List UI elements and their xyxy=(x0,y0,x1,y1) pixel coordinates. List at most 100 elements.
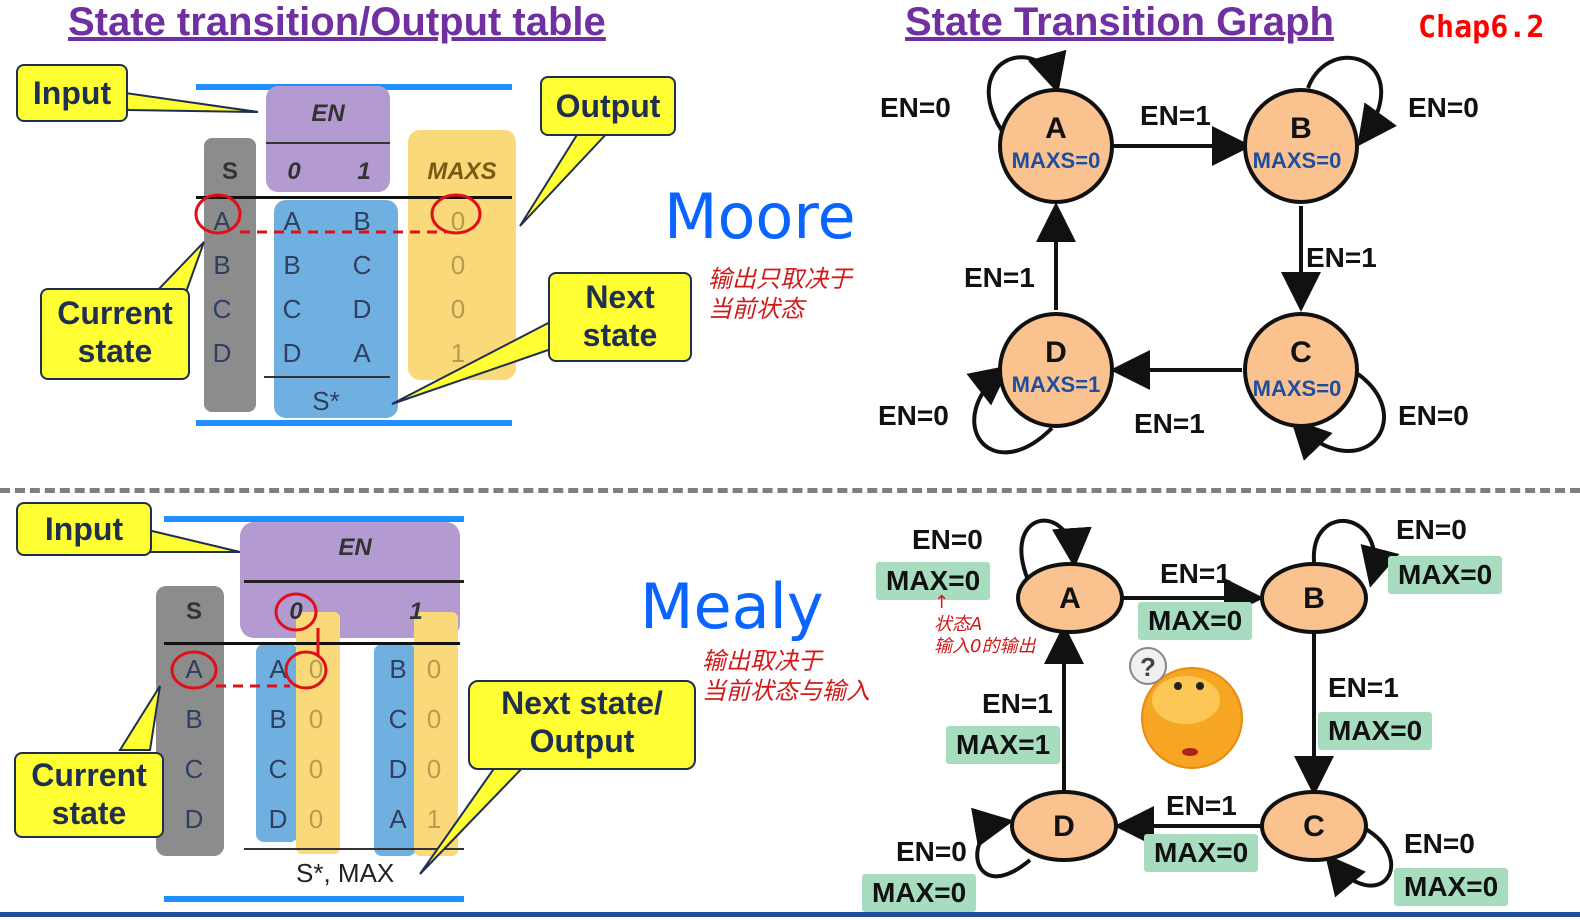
mealy-row-c-next1: D xyxy=(388,754,408,784)
moore-highlight-state-a xyxy=(194,193,242,235)
mealy-row-a-next1: B xyxy=(389,654,407,684)
moore-row-b-next1: C xyxy=(352,250,372,280)
confused-face-icon: ? xyxy=(1129,647,1243,769)
moore-current-callout: Current state xyxy=(40,288,190,380)
moore-node-b-name: B xyxy=(1290,112,1312,145)
moore-current-callout-line1: Current xyxy=(57,295,173,331)
moore-edge-b-self-label: EN=0 xyxy=(1408,92,1479,123)
mealy-row-a-state: A xyxy=(185,654,203,684)
mealy-c-self-out: MAX=0 xyxy=(1394,868,1509,906)
moore-edge-c-self-label: EN=0 xyxy=(1398,400,1469,431)
mealy-table-footer: S*, MAX xyxy=(296,858,395,888)
mealy-row-b-out0: 0 xyxy=(308,704,324,734)
mealy-row-d-out1: 1 xyxy=(426,804,442,834)
mealy-c-to-d-en: EN=1 xyxy=(1166,790,1237,821)
mealy-b-to-c-out: MAX=0 xyxy=(1318,712,1433,750)
mealy-a-to-b-en: EN=1 xyxy=(1160,558,1231,589)
mealy-current-callout: Current state xyxy=(14,752,164,838)
mealy-input-header: EN xyxy=(338,534,372,561)
mealy-current-pointer xyxy=(118,685,161,751)
mealy-handwritten-note: 输出取决于 当前状态与输入 xyxy=(702,646,870,706)
mealy-input-value-0: 0 xyxy=(289,598,303,625)
moore-row-d-next1: A xyxy=(353,338,371,368)
moore-self-loop-b xyxy=(1306,55,1397,147)
moore-node-a-output: MAXS=0 xyxy=(1012,148,1101,173)
mealy-row-c-state: C xyxy=(184,754,204,784)
mealy-row-b-state: B xyxy=(185,704,203,734)
moore-footer-rule xyxy=(264,376,390,378)
moore-node-c-output: MAXS=0 xyxy=(1253,376,1342,401)
moore-state-column-bg xyxy=(204,138,256,412)
mealy-row-d-next0: D xyxy=(268,804,288,834)
moore-edge-b-to-c-label: EN=1 xyxy=(1306,242,1377,273)
mealy-node-a-name: A xyxy=(1059,582,1081,615)
moore-edge-a-self-label: EN=0 xyxy=(880,92,951,123)
moore-output-pointer xyxy=(519,129,613,227)
section-divider xyxy=(0,488,1580,493)
mealy-row-c-out1: 0 xyxy=(426,754,442,784)
moore-row-d-state: D xyxy=(212,338,232,368)
moore-input-pointer xyxy=(116,90,259,113)
moore-node-c: C MAXS=0 xyxy=(1243,312,1359,428)
moore-output-header: MAXS xyxy=(427,158,497,185)
mealy-state-header: S xyxy=(185,598,202,625)
mealy-header-rule xyxy=(164,642,460,645)
mealy-next0-bg xyxy=(256,644,298,842)
moore-input-column-bg xyxy=(266,86,390,192)
mealy-d-to-a-en: EN=1 xyxy=(982,688,1053,719)
moore-state-graph: A MAXS=0 B MAXS=0 C MAXS=0 D MAXS=1 xyxy=(966,49,1397,461)
mealy-highlight-output-a0 xyxy=(284,650,328,690)
moore-handwritten-note: 输出只取决于 当前状态 xyxy=(708,264,852,324)
mealy-state-graph: A B C D ? xyxy=(971,518,1400,898)
mealy-self-loop-a xyxy=(1019,518,1092,581)
moore-edge-d-self-label: EN=0 xyxy=(878,400,949,431)
mealy-input-callout: Input xyxy=(16,502,152,556)
table-title: State transition/Output table xyxy=(68,0,606,44)
mealy-highlight-state-a xyxy=(170,650,218,690)
moore-node-b-output: MAXS=0 xyxy=(1253,148,1342,173)
mealy-b-to-c-en: EN=1 xyxy=(1328,672,1399,703)
mealy-row-a-out0: 0 xyxy=(308,654,324,684)
moore-input-header: EN xyxy=(311,100,345,127)
moore-next-callout-line1: Next xyxy=(585,279,655,315)
moore-next-state-column-bg xyxy=(274,200,398,418)
mealy-row-a-out1: 0 xyxy=(426,654,442,684)
mealy-node-c-name: C xyxy=(1303,810,1325,843)
mealy-row-b-out1: 0 xyxy=(426,704,442,734)
mealy-self-loop-c xyxy=(1324,826,1394,898)
mealy-next-pointer xyxy=(419,759,533,875)
mealy-highlight-input-0 xyxy=(274,592,318,632)
moore-highlight-output-a xyxy=(430,193,482,235)
mealy-node-c: C xyxy=(1260,790,1368,862)
moore-row-b-out: 0 xyxy=(450,250,466,280)
moore-note-line2: 当前状态 xyxy=(708,295,804,323)
mealy-d-self-out: MAX=0 xyxy=(862,874,977,912)
moore-row-b-state: B xyxy=(213,250,231,280)
mealy-small-note-arrow: ↑ xyxy=(934,592,950,613)
mealy-a-self-en: EN=0 xyxy=(912,524,983,555)
moore-next-callout: Next state xyxy=(548,272,692,362)
moore-current-pointer xyxy=(153,241,205,293)
moore-header-rule xyxy=(196,196,512,199)
mealy-row-d-state: D xyxy=(184,804,204,834)
moore-node-d-name: D xyxy=(1045,336,1067,369)
mealy-row-b-next1: C xyxy=(388,704,408,734)
moore-row-d-next0: D xyxy=(282,338,302,368)
moore-self-loop-d xyxy=(966,365,1054,455)
moore-input-callout-text: Input xyxy=(32,75,112,111)
moore-row-c-next1: D xyxy=(352,294,372,324)
moore-table-footer: S* xyxy=(312,386,340,416)
moore-row-a-state: A xyxy=(213,206,231,236)
moore-node-d: D MAXS=1 xyxy=(998,312,1114,428)
mealy-next-callout-line1: Next state/ xyxy=(501,685,663,721)
mealy-a-self-out: MAX=0 xyxy=(876,562,991,600)
moore-current-callout-line2: state xyxy=(77,333,153,369)
moore-input-value-0: 0 xyxy=(287,158,301,185)
mealy-d-to-a-out: MAX=1 xyxy=(946,726,1061,764)
moore-input-callout: Input xyxy=(16,64,128,122)
moore-node-d-output: MAXS=1 xyxy=(1012,372,1101,397)
bottom-rule xyxy=(0,912,1580,917)
moore-next-pointer xyxy=(391,318,555,405)
mealy-b-self-out: MAX=0 xyxy=(1388,556,1503,594)
mealy-current-callout-line2: state xyxy=(51,795,127,831)
